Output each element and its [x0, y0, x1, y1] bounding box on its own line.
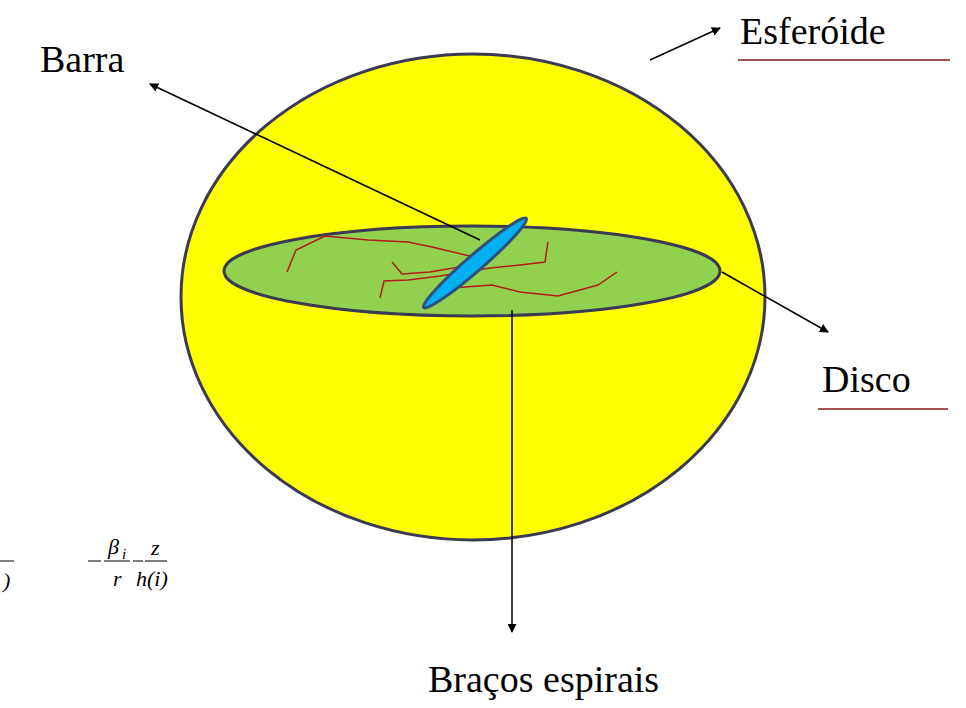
part-label: Disco: [822, 360, 911, 398]
formula-bars: [0, 561, 167, 562]
formula-symbol: i: [122, 547, 126, 562]
formula-symbol: β: [108, 536, 119, 558]
spheroid-shape: [181, 54, 765, 540]
part-label: Esferóide: [740, 12, 886, 50]
part-label: Barra: [40, 40, 124, 78]
formula-symbol: r: [113, 568, 122, 590]
bar-shape: [418, 212, 531, 313]
label-underlines: [738, 60, 950, 409]
formula-symbol: ): [3, 570, 10, 592]
formula-symbol: z: [151, 537, 160, 559]
leader-arrows: [150, 28, 828, 632]
formula-symbol: h(i): [136, 568, 168, 590]
part-label: Braços espirais: [428, 660, 659, 698]
